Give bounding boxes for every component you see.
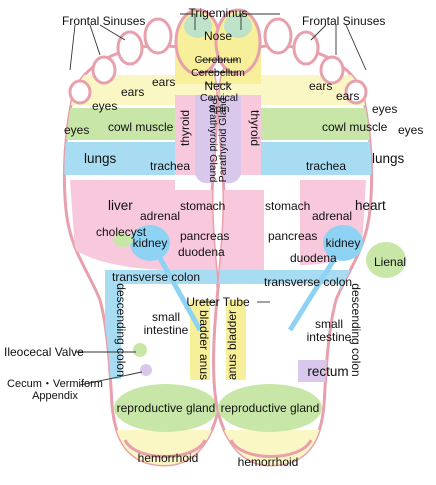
label-small-intestine-r-box: small intestine [306, 318, 352, 344]
label-stomach-r: stomach [265, 199, 310, 213]
label-frontal-sinuses-right: Frontal Sinuses [302, 14, 385, 28]
label-kidney-l: kidney [133, 236, 168, 250]
label-cecum: Cecum・Vermiform Appendix [7, 378, 103, 402]
label-anus-l: anus [197, 354, 211, 380]
label-hemorrhoid-l: hemorrhoid [138, 451, 199, 465]
label-cerebellum: Cerebellum [191, 67, 245, 79]
label-cerebrum: Cerebrum [195, 54, 242, 66]
right-big-toe-tip [224, 14, 252, 38]
label-lungs-r: lungs [372, 151, 405, 166]
label-descending-colon-r: descending colon [349, 283, 363, 376]
label-liver: liver [108, 198, 133, 213]
label-cervical-spin-box: Cervical Spin [200, 93, 238, 115]
right-ureter-line [287, 256, 338, 332]
left-foot [62, 8, 224, 467]
right-reproductive-gland-zone [218, 384, 322, 432]
label-ileocecal-valve: Ileocecal Valve [4, 345, 84, 359]
label-ears-l1: ears [121, 85, 144, 99]
label-ears-r1: ears [309, 79, 332, 93]
right-thyroid-zone [239, 95, 261, 175]
label-parathyroid-gland-r: Parathyroid Gland [217, 98, 229, 183]
label-nose: Nose [204, 29, 232, 43]
label-duodena-r: duodena [290, 251, 337, 265]
left-kidney-zone [130, 225, 170, 261]
label-ears-r2: ears [336, 89, 359, 103]
label-trachea-r: trachea [306, 159, 346, 173]
label-transverse-colon-r: transverse colon [264, 275, 352, 289]
label-trigeminus: Trigeminus [189, 6, 248, 20]
right-stomach-zone [216, 190, 264, 240]
right-toe-2 [319, 55, 345, 85]
label-kidney-r: kidney [326, 236, 361, 250]
label-small-intestine-l-box: small intestine [143, 311, 189, 337]
label-frontal-sinuses-left: Frontal Sinuses [62, 14, 145, 28]
label-cowl-muscle-r: cowl muscle [322, 120, 388, 134]
label-hemorrhoid-r: hemorrhoid [238, 455, 299, 469]
label-ears-l2: ears [152, 75, 175, 89]
right-toe-3 [292, 30, 320, 66]
label-small-intestine-r: small intestine [306, 318, 352, 344]
label-eyes-l1: eyes [64, 123, 89, 137]
label-lungs-l: lungs [84, 151, 117, 166]
label-pancreas-r: pancreas [268, 229, 317, 243]
right-bladder-zone [226, 300, 246, 380]
right-parathyroid-zone [218, 95, 241, 184]
label-eyes-r1: eyes [372, 102, 397, 116]
left-cecum-dot [140, 364, 152, 376]
label-adrenal-r: adrenal [312, 209, 352, 223]
label-trachea-l: trachea [150, 159, 190, 173]
left-transverse-colon-zone [105, 270, 220, 284]
left-ileocecal-dot [133, 343, 147, 357]
left-ureter-line [157, 256, 203, 332]
left-heel-arc [123, 439, 207, 458]
label-bladder-r: bladder [225, 310, 239, 350]
left-toe-2 [91, 55, 117, 85]
left-reproductive-gland-zone [114, 384, 218, 432]
left-cholecyst-zone [113, 233, 133, 247]
right-lienal-zone [366, 242, 406, 278]
left-toe-3 [116, 30, 144, 66]
left-parathyroid-zone [195, 95, 218, 184]
label-anus-r: anus [225, 354, 239, 380]
right-pancreas-zone [216, 240, 264, 275]
label-duodena-l: duodena [178, 245, 225, 259]
left-big-toe-tip [184, 14, 212, 38]
left-toe-4 [143, 17, 173, 55]
label-adrenal-l: adrenal [140, 209, 180, 223]
right-toe-1 [344, 79, 368, 105]
label-small-intestine-l: small intestine [143, 311, 189, 337]
left-thyroid-zone [175, 95, 197, 175]
label-cervical-spin: Cervical Spin [200, 93, 238, 115]
left-toe-1 [68, 79, 92, 105]
label-lienal: Lienal [374, 255, 406, 269]
label-thyroid-l: thyroid [178, 110, 192, 146]
label-eyes-l2: eyes [92, 99, 117, 113]
label-neck: Neck [204, 79, 232, 93]
label-rectum: rectum [307, 364, 348, 379]
right-toe-4 [263, 17, 293, 55]
label-eyes-r2: eyes [398, 123, 423, 137]
right-heel-arc [229, 439, 313, 458]
label-cholecyst: cholecyst [96, 225, 147, 239]
label-reproductive-gland-l: reproductive gland [117, 401, 216, 415]
label-cowl-muscle-l: cowl muscle [108, 120, 174, 134]
label-transverse-colon-l: transverse colon [112, 270, 200, 284]
label-reproductive-gland-r: reproductive gland [221, 401, 320, 415]
left-descending-colon-zone [105, 284, 121, 379]
label-thyroid-r: thyroid [248, 110, 262, 146]
label-stomach-l: stomach [180, 199, 225, 213]
left-pancreas-zone [175, 240, 220, 275]
label-bladder-l: bladder [197, 310, 211, 350]
leader-lines [69, 13, 367, 386]
label-cecum-box: Cecum・Vermiform Appendix [7, 378, 103, 402]
label-heart: heart [355, 198, 386, 213]
label-ureter-tube: Ureter Tube [186, 295, 250, 309]
label-pancreas-l: pancreas [180, 229, 229, 243]
right-kidney-zone [323, 225, 363, 261]
label-descending-colon-l: descending colon [114, 283, 128, 376]
label-parathyroid-gland-l: Parathyroid Gland [207, 98, 219, 183]
